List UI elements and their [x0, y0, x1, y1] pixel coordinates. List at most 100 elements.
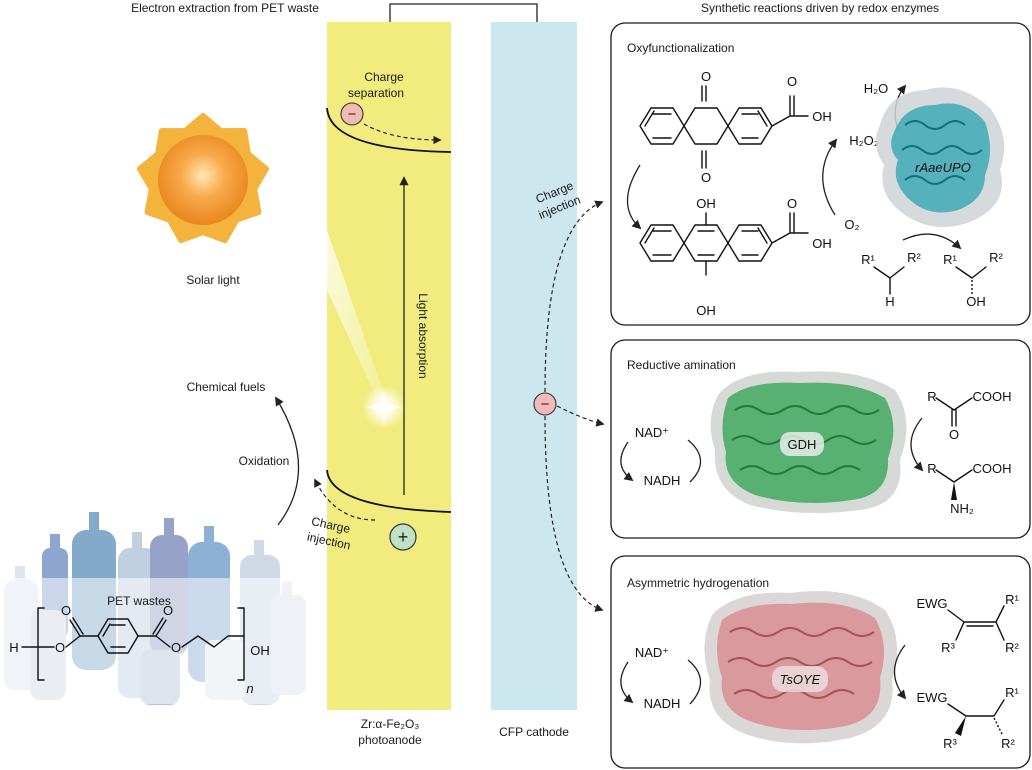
oxyfunctionalization-title: Oxyfunctionalization — [627, 41, 734, 55]
alkane-bonds — [947, 699, 1005, 717]
pet-structure — [21, 607, 245, 681]
red-nadh-label: NADH — [644, 473, 681, 488]
light-beam — [327, 230, 386, 410]
ahq-oh-top: OH — [696, 196, 716, 211]
pet-n: n — [246, 681, 253, 696]
chemical-fuels-label: Chemical fuels — [187, 380, 266, 394]
charge-separation-label-2: separation — [348, 86, 404, 100]
asym-nadh-to-nad-arrow — [687, 659, 702, 705]
hydroxylation-arrow — [902, 233, 962, 250]
charge-separation-arrow — [363, 123, 442, 145]
aminoacid-wedge — [951, 482, 957, 500]
red-nad-cycle-arrow — [620, 441, 634, 482]
aq-o-top: O — [701, 69, 711, 84]
gdh-label: GDH — [788, 437, 817, 452]
aq-reduction-arrow — [627, 164, 642, 230]
left-header: Electron extraction from PET waste — [131, 1, 319, 15]
hole-plus: + — [398, 527, 409, 547]
asym-nad-label: NAD⁺ — [635, 645, 669, 660]
product-oh: OH — [966, 294, 986, 309]
substrate-h: H — [885, 294, 894, 309]
electron-minus-anode: − — [348, 106, 357, 123]
reductive-amination-title: Reductive amination — [627, 358, 736, 372]
aq-o-bottom: O — [701, 170, 711, 185]
substrate-r1: R¹ — [861, 252, 875, 267]
alkene-bonds — [947, 605, 1005, 641]
oxidation-arrow — [275, 396, 300, 526]
anthraquinone-structure — [639, 85, 809, 169]
photoanode-label-2: photoanode — [358, 733, 422, 747]
electron-icon-cathode — [533, 392, 557, 416]
red-amination-arrow — [910, 417, 924, 472]
gdh-enzyme-image — [710, 371, 907, 514]
product-r1: R¹ — [943, 252, 957, 267]
asym-nadh-label: NADH — [644, 696, 681, 711]
pet-overlay — [0, 578, 308, 704]
alkane-wedge — [955, 716, 966, 736]
aminoacid-nh2: NH₂ — [950, 501, 974, 516]
aq-o-acid: O — [787, 74, 797, 89]
product-bonds — [955, 266, 987, 279]
cathode-to-asym-arrow — [544, 415, 604, 612]
h2o2-label: H₂O₂ — [849, 133, 879, 148]
o2-label: O₂ — [844, 217, 859, 232]
conduction-band — [326, 107, 452, 153]
photoanode-electrode — [327, 22, 451, 710]
tsoye-label: TsOYE — [780, 672, 821, 687]
sun-icon — [137, 113, 269, 244]
h2o-label: H₂O — [864, 81, 889, 96]
alkane-r2: R² — [1001, 736, 1015, 751]
upo-label: rAaeUPO — [915, 160, 971, 175]
asym-nad-cycle-arrow — [620, 661, 634, 704]
ketoacid-cooh: COOH — [973, 389, 1012, 404]
pet-o-carbonyl-right: O — [163, 603, 173, 618]
upo-enzyme-image — [875, 87, 1005, 228]
pet-o-ester-right: O — [171, 640, 181, 655]
flare-star — [366, 390, 402, 424]
alkene-ewg: EWG — [916, 596, 947, 611]
alkene-r3: R³ — [941, 640, 955, 655]
product-r2: R² — [989, 250, 1003, 265]
anode-charge-injection-arrow — [314, 478, 376, 521]
hole-icon — [389, 523, 417, 551]
pet-o-carbonyl-left: O — [61, 603, 71, 618]
ketoacid-o: O — [949, 427, 959, 442]
alkene-r1: R¹ — [1005, 592, 1019, 607]
substrate-bonds — [873, 266, 905, 295]
electron-icon-anode — [340, 102, 364, 126]
ahq-o-acid: O — [787, 196, 797, 211]
ahq-oxidation-arrow — [822, 138, 838, 216]
oxidation-label: Oxidation — [239, 454, 290, 468]
anthrahydroquinone-structure — [639, 212, 809, 276]
alkane-ewg: EWG — [916, 690, 947, 705]
red-nad-label: NAD⁺ — [635, 425, 669, 440]
right-header: Synthetic reactions driven by redox enzy… — [701, 1, 939, 15]
asym-hydrogenation-arrow — [893, 644, 907, 700]
pet-wastes-label: PET wastes — [107, 594, 171, 608]
alkane-r3: R³ — [943, 736, 957, 751]
ketoacid-r: R — [927, 389, 936, 404]
pet-o-ester-left: O — [55, 640, 65, 655]
cathode-electrode — [491, 22, 577, 710]
aminoacid-cooh: COOH — [973, 461, 1012, 476]
alkane-hash — [993, 717, 1003, 735]
substrate-r2: R² — [907, 250, 921, 265]
aq-oh-acid: OH — [812, 109, 832, 124]
external-wire — [389, 3, 538, 22]
charge-separation-label-1: Charge — [364, 70, 404, 84]
cathode-label: CFP cathode — [499, 725, 569, 739]
ahq-oh-acid: OH — [812, 236, 832, 251]
electron-minus-cathode: − — [541, 396, 550, 413]
light-absorption-label: Light absorption — [416, 293, 430, 378]
pet-h: H — [9, 640, 18, 655]
red-nadh-to-nad-arrow — [687, 439, 702, 483]
photoanode-label-1: Zr:α-Fe₂O₃ — [361, 717, 420, 731]
pet-oh: OH — [250, 643, 270, 658]
cathode-to-oxy-arrow — [544, 200, 604, 393]
aminoacid-r: R — [927, 461, 936, 476]
alkane-r1: R¹ — [1005, 685, 1019, 700]
valence-band — [326, 469, 452, 513]
solar-light-label: Solar light — [186, 273, 240, 287]
alkene-r2: R² — [1005, 640, 1019, 655]
